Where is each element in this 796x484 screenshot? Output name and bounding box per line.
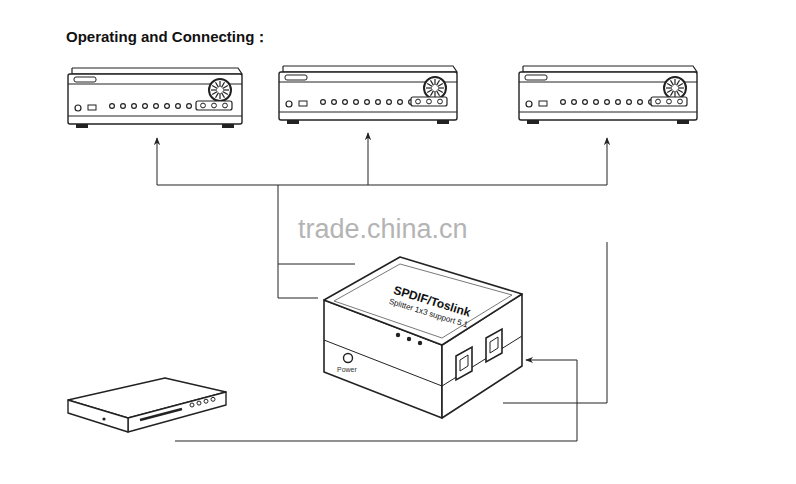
dvd-player [68, 378, 226, 432]
av-receiver [519, 66, 697, 124]
av-receiver [68, 68, 242, 128]
splitter-housing [324, 257, 522, 418]
signal-wire [503, 242, 607, 403]
signal-wire [368, 133, 369, 185]
signal-wire [175, 360, 577, 441]
signal-wire [157, 185, 607, 186]
av-receiver [279, 66, 457, 124]
port-label: Power [337, 366, 357, 373]
title: Operating and Connecting： [66, 28, 269, 47]
watermark: trade.china.cn [298, 214, 468, 245]
signal-wire [607, 138, 608, 185]
signal-wire [278, 264, 355, 265]
signal-wire [157, 138, 158, 185]
